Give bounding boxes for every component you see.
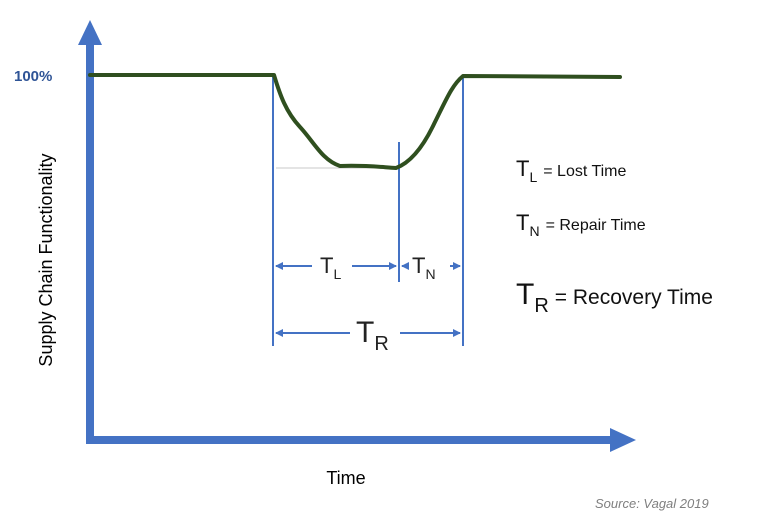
- repair-time-symbol: TN: [412, 253, 436, 282]
- y-axis-title: Supply Chain Functionality: [36, 153, 56, 366]
- source-note: Source: Vagal 2019: [595, 496, 709, 511]
- y-tick-100-percent: 100%: [14, 68, 52, 85]
- y-axis-arrowhead: [78, 20, 102, 45]
- x-axis-title: Time: [326, 468, 365, 488]
- legend-repair-time: TN= Repair Time: [516, 210, 646, 239]
- functionality-curve: [88, 73, 622, 170]
- legend-lost-time: TL= Lost Time: [516, 156, 627, 185]
- x-axis-arrowhead: [610, 428, 636, 452]
- lost-time-symbol: TL: [320, 253, 341, 282]
- legend-recovery-time: TR= Recovery Time: [516, 278, 713, 317]
- recovery-time-symbol: TR: [356, 316, 389, 355]
